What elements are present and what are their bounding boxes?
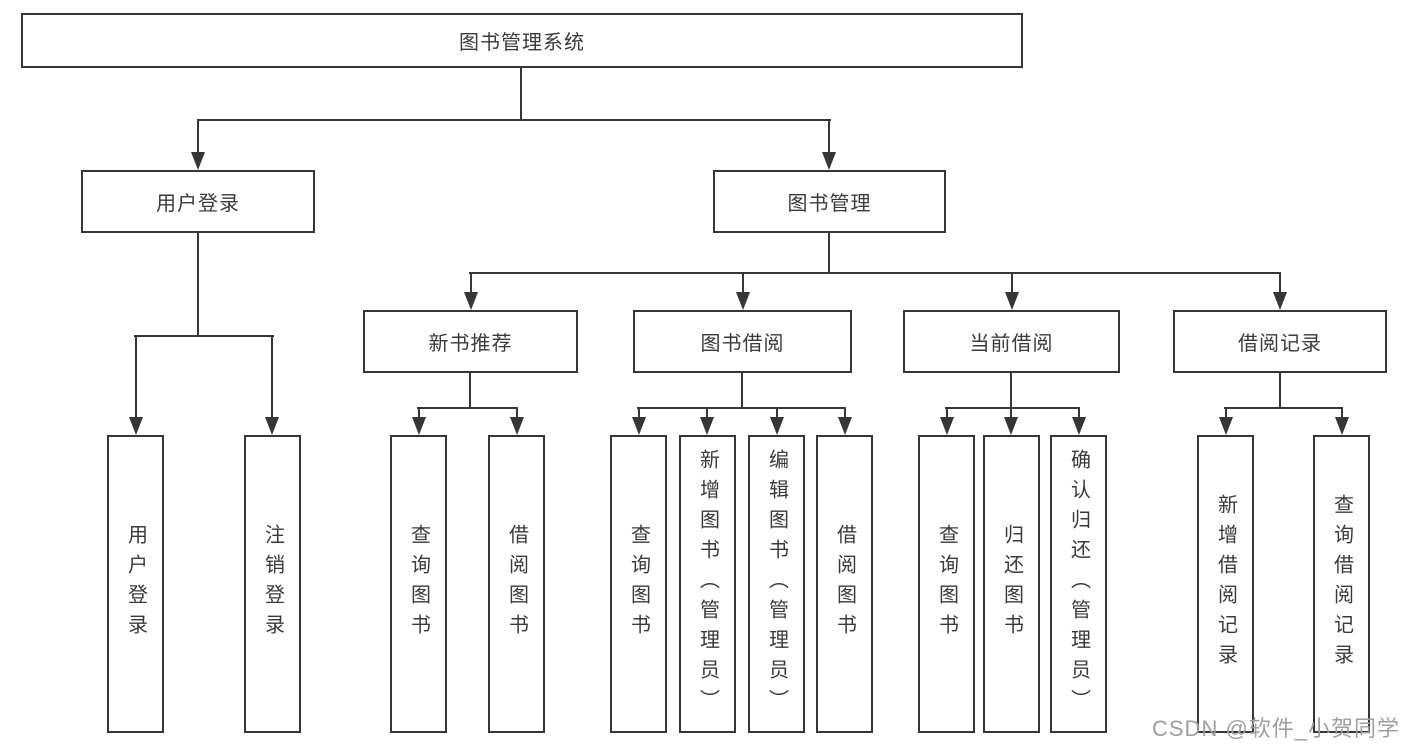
leaf-query-book-borrowing: 查询图书 [610,435,667,733]
arrow-down-to-user-login [191,119,205,170]
connector-records-stub [1279,373,1281,409]
arrow-down-to-query-book-current [940,407,954,435]
leaf-edit-book-admin: 编辑图书（管理员） [748,435,805,733]
arrow-down-to-new-book-recommend [464,272,478,310]
arrow-down-to-query-book-borrowing [632,407,646,435]
connector-book-mgmt-hline [469,272,1281,274]
node-root-library-system: 图书管理系统 [21,13,1023,68]
leaf-add-borrow-record: 新增借阅记录 [1197,435,1254,733]
csdn-watermark: CSDN @软件_小贺同学 [1152,716,1401,741]
connector-recommend-stub [469,373,471,409]
connector-current-stub [1010,373,1012,409]
leaf-borrow-book-recommend: 借阅图书 [488,435,545,733]
arrow-down-to-borrow-book-recommend [510,407,524,435]
leaf-query-book-recommend: 查询图书 [390,435,447,733]
arrow-down-to-current-borrowing [1005,272,1019,310]
node-current-borrowing: 当前借阅 [903,310,1120,373]
leaf-user-login: 用户登录 [107,435,164,733]
leaf-borrow-book-borrowing: 借阅图书 [816,435,873,733]
connector-borrowing-hline [637,407,846,409]
arrow-down-to-query-borrow-record [1335,407,1349,435]
node-user-login: 用户登录 [81,170,315,233]
connector-user-login-stub [197,233,199,337]
arrow-down-to-query-book-recommend [412,407,426,435]
leaf-logout: 注销登录 [244,435,301,733]
leaf-confirm-return-admin: 确认归还（管理员） [1050,435,1107,733]
arrow-down-to-borrowing-records [1273,272,1287,310]
node-book-borrowing: 图书借阅 [633,310,852,373]
arrow-down-to-add-book-admin [700,407,714,435]
connector-current-hline [945,407,1080,409]
connector-root-stub [520,68,522,121]
leaf-query-borrow-record: 查询借阅记录 [1313,435,1370,733]
connector-borrowing-stub [741,373,743,409]
leaf-query-book-current: 查询图书 [918,435,975,733]
arrow-down-to-leaf-logout [265,335,279,435]
node-borrowing-records: 借阅记录 [1173,310,1387,373]
connector-book-mgmt-stub [828,233,830,274]
node-new-book-recommend: 新书推荐 [363,310,578,373]
connector-records-hline [1224,407,1343,409]
connector-user-login-hline [134,335,274,337]
arrow-down-to-edit-book-admin [770,407,784,435]
arrow-down-to-return-book [1004,407,1018,435]
node-book-management: 图书管理 [713,170,946,233]
connector-recommend-hline [417,407,518,409]
connector-root-hline [197,119,831,121]
arrow-down-to-leaf-user-login [129,335,143,435]
arrow-down-to-add-borrow-record [1219,407,1233,435]
arrow-down-to-borrow-book-borrowing [838,407,852,435]
arrow-down-to-book-management [822,119,836,170]
arrow-down-to-confirm-return-admin [1072,407,1086,435]
leaf-add-book-admin: 新增图书（管理员） [679,435,736,733]
arrow-down-to-book-borrowing [736,272,750,310]
leaf-return-book: 归还图书 [983,435,1040,733]
